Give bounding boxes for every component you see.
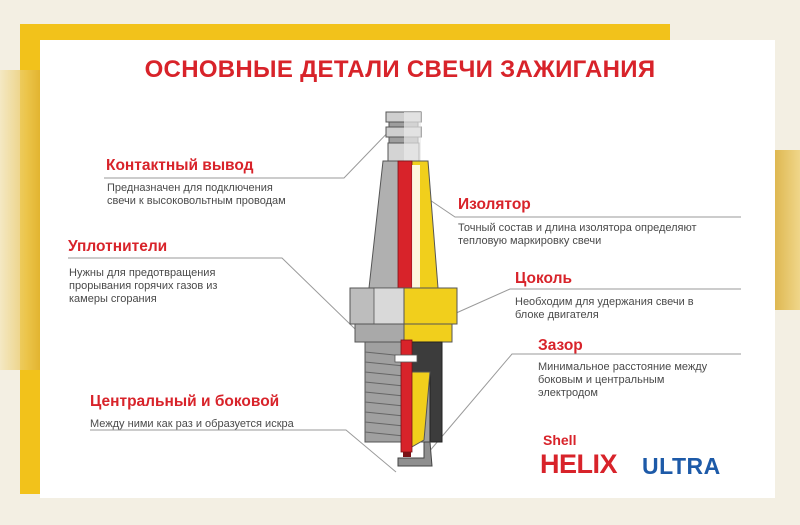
electrode-tip	[403, 452, 411, 457]
contact-terminal-desc: Предназначен для подключения свечи к выс…	[107, 182, 286, 207]
leader-gap	[421, 353, 741, 461]
ground-electrode	[397, 441, 433, 467]
logo-shell-text: Shell	[543, 432, 577, 448]
shell-desc: Необходим для удержания свечи в блоке дв…	[515, 296, 694, 321]
threaded-body	[364, 339, 443, 453]
seals-desc: Нужны для предотвращения прорывания горя…	[69, 267, 218, 305]
insulator-heading: Изолятор	[458, 196, 531, 213]
leader-electrodes	[90, 429, 397, 473]
hex-shell	[349, 287, 458, 343]
gap-heading: Зазор	[538, 337, 583, 354]
shell-helix-ultra-logo: Shell HELIX ULTRA	[540, 432, 755, 482]
leader-shell	[444, 288, 741, 319]
shell-heading: Цоколь	[515, 270, 572, 287]
contact-terminal-heading: Контактный вывод	[106, 157, 254, 174]
seal-ring	[394, 354, 418, 363]
terminal-nut	[385, 111, 422, 162]
gap-desc: Минимальное расстояние между боковым и ц…	[538, 361, 708, 399]
oil-splash-right	[770, 150, 800, 310]
electrodes-desc: Между ними как раз и образуется искра	[90, 418, 294, 430]
logo-helix-text: HELIX	[540, 449, 618, 479]
seals-heading: Уплотнители	[68, 238, 168, 255]
insulator-desc: Точный состав и длина изолятора определя…	[458, 222, 697, 247]
page-title: ОСНОВНЫЕ ДЕТАЛИ СВЕЧИ ЗАЖИГАНИЯ	[144, 56, 656, 83]
oil-splash-left	[0, 70, 45, 370]
logo-ultra-text: ULTRA	[642, 453, 721, 479]
electrodes-heading: Центральный и боковой	[90, 393, 280, 410]
leader-seals	[68, 257, 388, 361]
leader-contact	[104, 124, 396, 179]
